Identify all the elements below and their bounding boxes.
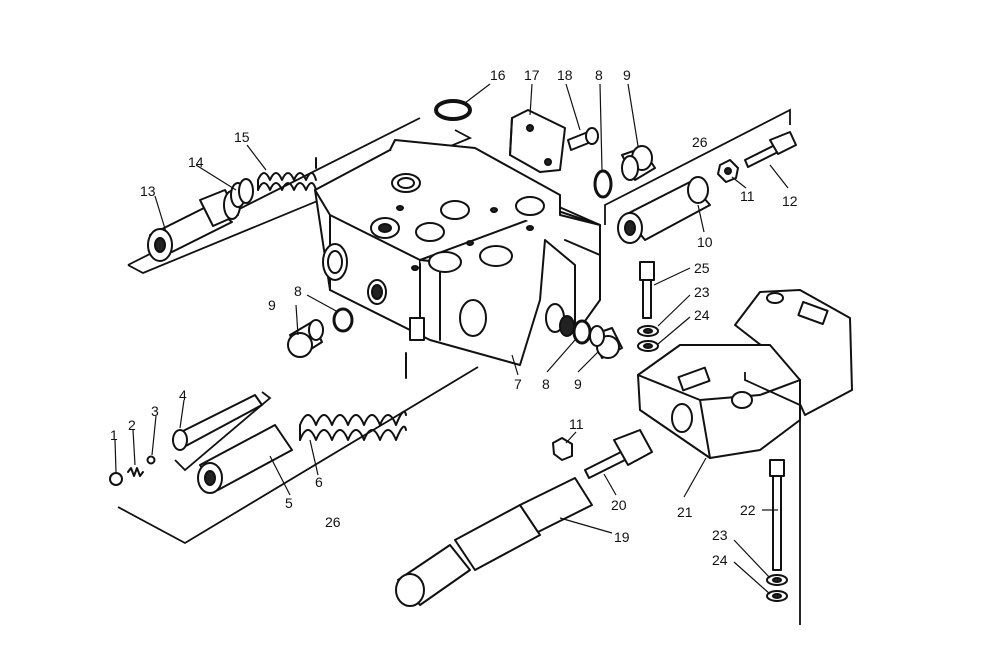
- callout-19: 19: [614, 529, 630, 545]
- callout-26-top: 26: [692, 134, 708, 150]
- part-8-o-ring-top: [593, 169, 613, 199]
- group-bracket-13-15: [127, 129, 473, 274]
- callout-24-bottom: 24: [712, 552, 728, 568]
- callout-2: 2: [128, 417, 136, 433]
- callout-3: 3: [151, 403, 159, 419]
- part-12-eye-bolt: [744, 131, 797, 168]
- callout-23-bottom: 23: [712, 527, 728, 543]
- part-19-spool: [395, 477, 593, 607]
- callout-10: 10: [697, 234, 713, 250]
- part-24-washer-top: [637, 340, 659, 352]
- callout-16: 16: [490, 67, 506, 83]
- part-21-housing: [637, 289, 853, 459]
- callout-12: 12: [782, 193, 798, 209]
- part-2-small-spring: [127, 467, 144, 477]
- part-15-spring: [257, 157, 317, 191]
- callout-1: 1: [110, 427, 118, 443]
- callout-26-bottom: 26: [325, 514, 341, 530]
- part-3-ball: [146, 455, 156, 465]
- part-18-screw: [567, 127, 599, 151]
- group-bracket-21-24: [744, 372, 801, 625]
- part-9-plug-left: [287, 319, 324, 358]
- callout-6: 6: [315, 474, 323, 490]
- callout-5: 5: [285, 495, 293, 511]
- callout-8-right: 8: [542, 376, 550, 392]
- part-20-eye-bolt: [584, 429, 653, 479]
- part-24-washer-bottom: [766, 590, 788, 602]
- callout-11-top: 11: [740, 188, 755, 204]
- part-6-spring: [299, 352, 407, 441]
- callout-11-bottom: 11: [569, 416, 584, 432]
- callout-14: 14: [188, 154, 204, 170]
- callout-24-top: 24: [694, 307, 710, 323]
- group-bracket-10-12: [604, 108, 791, 225]
- callout-18: 18: [557, 67, 573, 83]
- part-13-piston-sleeve: [147, 189, 241, 262]
- part-17-cover-plate: [509, 109, 566, 173]
- part-23-washer-top: [637, 325, 659, 337]
- callout-labels: 1 2 3 4 5 6 7 8 9 9 8 16 17 18 8 9 26 10…: [110, 67, 798, 568]
- callout-22: 22: [740, 502, 756, 518]
- callout-8-top: 8: [595, 67, 603, 83]
- part-5-sleeve: [197, 424, 293, 494]
- part-10-valve-cap: [617, 176, 711, 244]
- part-16-o-ring: [434, 99, 472, 121]
- callout-17: 17: [524, 67, 540, 83]
- part-7-valve-body: [314, 139, 601, 366]
- part-23-washer-bottom: [766, 574, 788, 586]
- part-11-nut-top: [717, 159, 739, 183]
- callout-9-top: 9: [623, 67, 631, 83]
- callout-9-right: 9: [574, 376, 582, 392]
- callout-13: 13: [140, 183, 156, 199]
- part-22-long-bolt: [769, 459, 785, 571]
- part-8-o-ring-right: [572, 319, 592, 345]
- part-11-nut-bottom: [552, 437, 573, 461]
- leader-lines: [114, 83, 789, 595]
- part-9-plug-right: [589, 325, 623, 359]
- callout-7: 7: [514, 376, 522, 392]
- group-bracket-4-5: [174, 391, 272, 472]
- part-8-o-ring-left: [332, 307, 354, 333]
- part-9-plug-top: [621, 145, 656, 181]
- callout-15: 15: [234, 129, 250, 145]
- group-bracket-1-9-lower: [117, 366, 479, 545]
- callout-9-left: 9: [268, 297, 276, 313]
- callout-4: 4: [179, 387, 187, 403]
- callout-25: 25: [694, 260, 710, 276]
- callout-20: 20: [611, 497, 627, 513]
- callout-8-left: 8: [294, 283, 302, 299]
- part-25-bolt: [639, 261, 655, 319]
- callout-21: 21: [677, 504, 693, 520]
- callout-23-top: 23: [694, 284, 710, 300]
- part-1-small-plug: [109, 472, 123, 486]
